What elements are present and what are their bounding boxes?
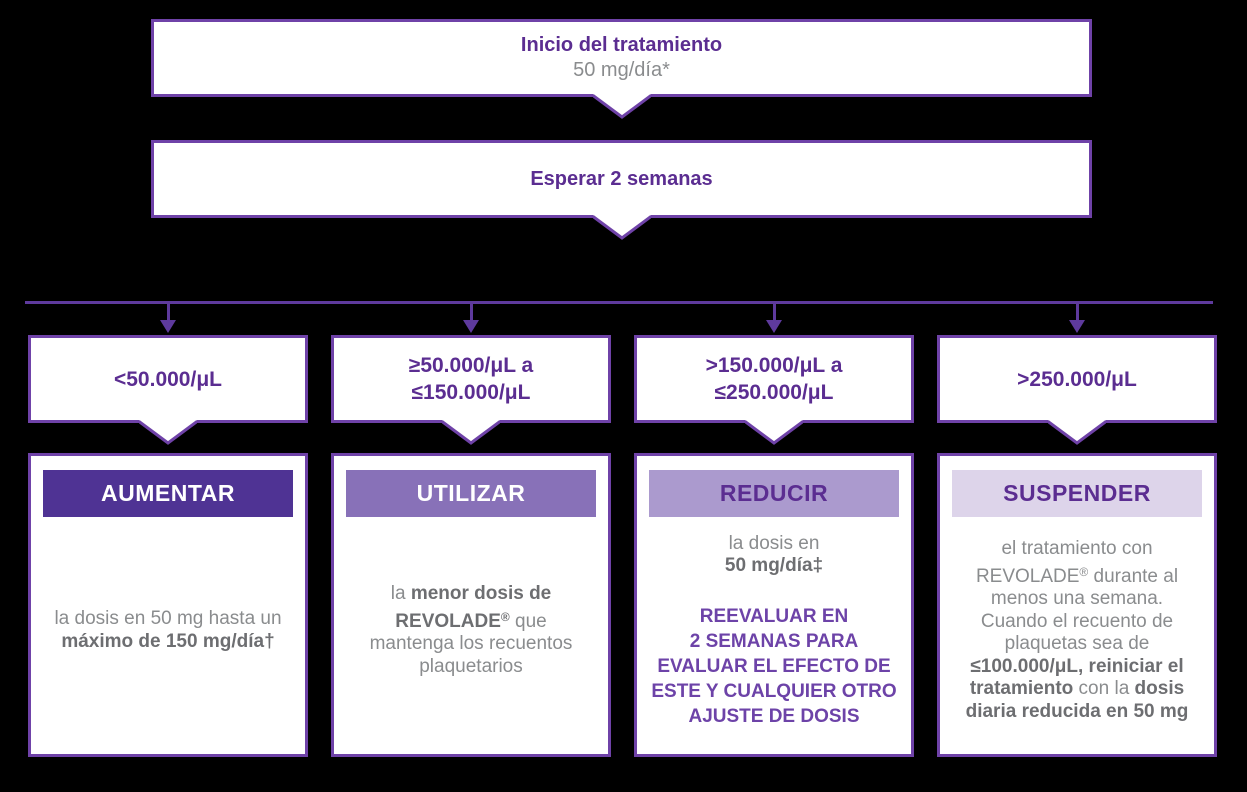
action-box-aumentar: AUMENTAR la dosis en 50 mg hasta un máxi… (28, 453, 308, 757)
down-arrow-icon (469, 303, 473, 321)
action-body: la dosis en 50 mg/día‡ REEVALUAR EN 2 SE… (637, 517, 911, 754)
note-line: REEVALUAR EN (699, 605, 849, 627)
action-header-utilizar: UTILIZAR (346, 470, 596, 517)
action-body: la menor dosis de REVOLADE® que mantenga… (334, 517, 608, 754)
notch-tail-icon (592, 215, 651, 240)
action-body-line: REVOLADE® durante al (975, 564, 1179, 587)
start-title: Inicio del tratamiento (520, 34, 723, 56)
action-body-line: plaquetas sea de (1004, 633, 1150, 654)
start-treatment-box: Inicio del tratamiento 50 mg/día* (151, 19, 1092, 119)
condition-box-150000-250000: >150.000/μL a ≤250.000/μL (634, 335, 914, 445)
note-line: ESTE Y CUALQUIER OTRO (651, 680, 897, 702)
connector-line (25, 301, 1213, 304)
action-body-line: el tratamiento con (1001, 538, 1153, 559)
action-body-line: 50 mg/día‡ (724, 555, 824, 576)
down-arrow-icon (160, 320, 176, 333)
action-body: el tratamiento con REVOLADE® durante al … (940, 517, 1214, 754)
action-body-line: mantenga los recuentos (369, 633, 573, 654)
down-arrow-icon (463, 320, 479, 333)
condition-text: <50.000/μL (113, 367, 222, 391)
down-arrow-icon (1075, 303, 1079, 321)
action-body-line: la menor dosis de (390, 583, 552, 604)
action-body-line: tratamiento con la dosis (969, 678, 1185, 699)
down-arrow-icon (766, 320, 782, 333)
reevaluate-note: REEVALUAR EN 2 SEMANAS PARA EVALUAR EL E… (651, 604, 896, 729)
condition-text: >250.000/μL (1017, 367, 1137, 391)
condition-box-lt50000: <50.000/μL (28, 335, 308, 445)
action-body: la dosis en 50 mg hasta un máximo de 150… (31, 517, 305, 754)
down-arrow-icon (1069, 320, 1085, 333)
action-body-line: la dosis en 50 mg hasta un (54, 608, 282, 629)
note-line: 2 SEMANAS PARA (689, 630, 859, 652)
action-header-reducir: REDUCIR (649, 470, 899, 517)
condition-text: ≤250.000/μL (714, 381, 834, 404)
down-arrow-icon (772, 303, 776, 321)
gray-block: la dosis en 50 mg/día‡ (725, 533, 823, 578)
start-dose: 50 mg/día* (573, 59, 670, 81)
condition-text: >150.000/μL a (705, 354, 843, 377)
action-box-reducir: REDUCIR la dosis en 50 mg/día‡ REEVALUAR… (634, 453, 914, 757)
note-line: AJUSTE DE DOSIS (688, 705, 860, 727)
notch-tail-icon (1048, 420, 1106, 445)
action-body-line: ≤100.000/μL, reiniciar el (970, 655, 1184, 677)
condition-box-gt250000: >250.000/μL (937, 335, 1217, 445)
down-arrow-icon (166, 303, 170, 321)
condition-text: ≤150.000/μL (411, 381, 531, 404)
condition-box-50000-150000: ≥50.000/μL a ≤150.000/μL (331, 335, 611, 445)
action-box-utilizar: UTILIZAR la menor dosis de REVOLADE® que… (331, 453, 611, 757)
action-body-line: REVOLADE® que (395, 609, 547, 632)
action-body-line: máximo de 150 mg/día† (61, 630, 275, 652)
note-line: EVALUAR EL EFECTO DE (657, 655, 891, 677)
notch-tail-icon (139, 420, 197, 445)
action-body-line: plaquetarios (419, 655, 523, 677)
notch-tail-icon (745, 420, 803, 445)
action-body-line: Cuando el recuento de (980, 610, 1174, 632)
action-box-suspender: SUSPENDER el tratamiento con REVOLADE® d… (937, 453, 1217, 757)
action-body-line: diaria reducida en 50 mg (965, 700, 1189, 722)
wait-two-weeks-box: Esperar 2 semanas (151, 140, 1092, 240)
condition-text: ≥50.000/μL a (408, 354, 534, 377)
action-body-line: la dosis en (728, 532, 820, 554)
notch-tail-icon (592, 94, 651, 119)
action-header-suspender: SUSPENDER (952, 470, 1202, 517)
notch-tail-icon (442, 420, 500, 445)
wait-title: Esperar 2 semanas (530, 167, 713, 190)
action-body-line: menos una semana. (990, 588, 1164, 609)
action-header-aumentar: AUMENTAR (43, 470, 293, 517)
